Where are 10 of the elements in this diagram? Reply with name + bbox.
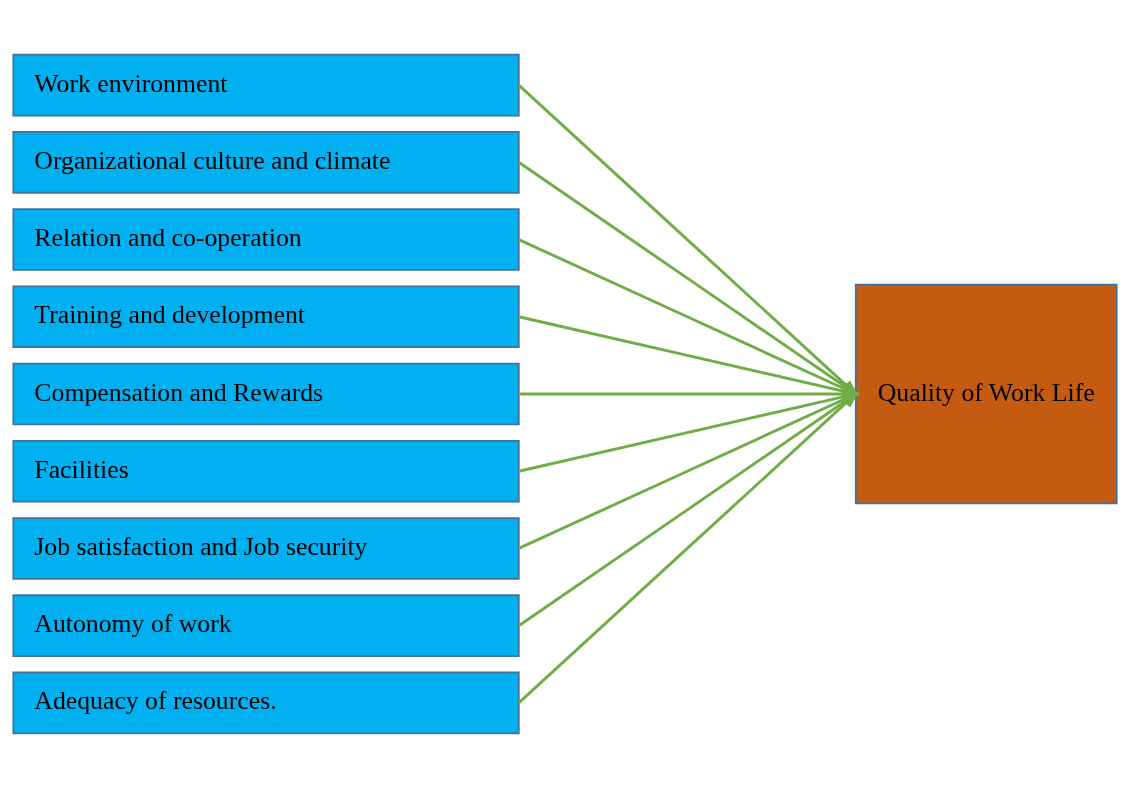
node-box: Organizational culture and climate [12, 130, 520, 194]
node-box: Adequacy of resources. [12, 671, 520, 734]
node-box: Facilities [12, 439, 520, 503]
node-box: Relation and co-operation [12, 207, 520, 271]
node-box: Job satisfaction and Job security [12, 516, 520, 580]
node-box: Work environment [12, 53, 520, 116]
node-box: Training and development [12, 284, 520, 348]
node-box: Quality of Work Life [854, 283, 1118, 504]
node-box: Compensation and Rewards [12, 362, 520, 425]
node-box: Autonomy of work [12, 593, 520, 657]
